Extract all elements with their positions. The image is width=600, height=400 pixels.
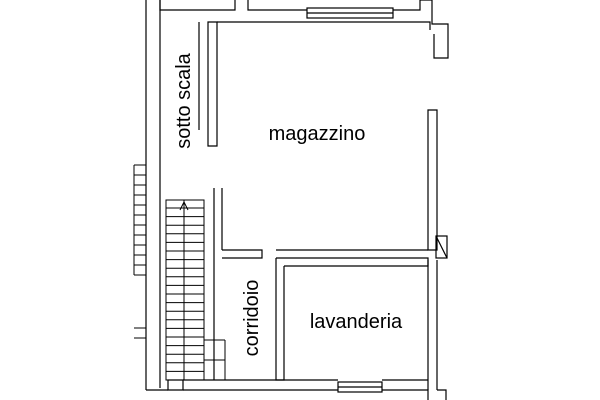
bottom-wall-right bbox=[382, 379, 447, 400]
electrical-box bbox=[435, 235, 448, 259]
room-label-corridoio: corridoio bbox=[241, 280, 263, 357]
stair-box bbox=[165, 199, 205, 381]
top-wall-middle bbox=[247, 0, 421, 11]
left-outer-wall bbox=[145, 0, 161, 390]
bottom-wall-middle bbox=[183, 379, 338, 391]
bottom-window bbox=[337, 381, 383, 393]
bottom-wall-left bbox=[167, 379, 184, 391]
room-label-magazzino: magazzino bbox=[269, 123, 366, 145]
lavanderia-top-wall bbox=[276, 249, 429, 267]
stair-arrow-icon bbox=[179, 200, 189, 265]
stair-treads bbox=[166, 207, 204, 372]
sotto-scala-partition bbox=[198, 21, 218, 147]
right-wall-lower bbox=[427, 260, 438, 390]
lavanderia-left-wall bbox=[275, 258, 285, 381]
corridoio-divider bbox=[222, 249, 263, 259]
magazzino-left-wall bbox=[217, 21, 431, 30]
top-wall-right bbox=[420, 0, 449, 59]
walls bbox=[145, 0, 449, 400]
room-label-lavanderia: lavanderia bbox=[310, 311, 403, 333]
room-label-sotto-scala: sotto scala bbox=[173, 52, 195, 148]
left-exterior-ticks bbox=[133, 164, 146, 339]
top-window bbox=[306, 7, 394, 19]
right-wall bbox=[427, 109, 438, 251]
staircase bbox=[165, 199, 226, 381]
stair-wall-right bbox=[213, 188, 223, 380]
top-wall-left bbox=[159, 0, 236, 11]
